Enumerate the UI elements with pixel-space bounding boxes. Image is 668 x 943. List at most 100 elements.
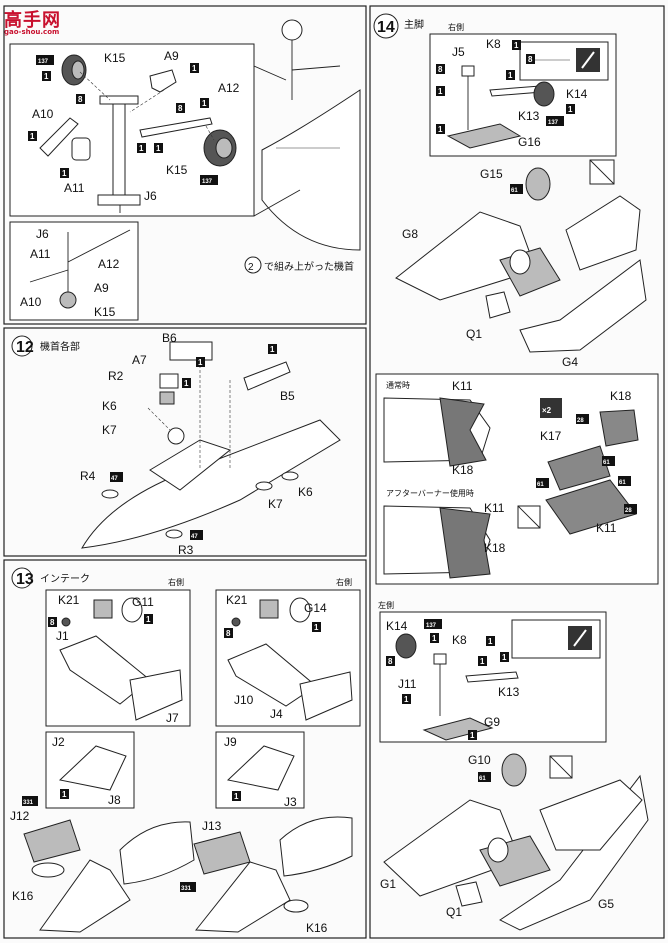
svg-text:右側: 右側 [168, 577, 184, 587]
part-G16 [446, 123, 522, 149]
svg-text:1: 1 [202, 99, 207, 108]
step-13-number: 13 [16, 571, 34, 588]
svg-text:61: 61 [511, 188, 518, 194]
svg-text:1: 1 [488, 637, 493, 646]
svg-text:1: 1 [270, 345, 275, 354]
svg-text:G9: G9 [484, 715, 500, 729]
fuselage-nose [81, 419, 341, 549]
svg-text:J1: J1 [56, 629, 69, 643]
part-G4 [519, 259, 647, 353]
watermark-logo: 高手网 gao-shou.com [4, 6, 70, 36]
intake-right-assembly [195, 861, 291, 933]
svg-text:J2: J2 [52, 735, 65, 749]
svg-text:1: 1 [62, 169, 67, 178]
step-13: 13 インテーク 右側 右側 K21 G11 J1 J7 8 1 [10, 567, 361, 935]
svg-text:8: 8 [78, 95, 83, 104]
svg-text:1: 1 [146, 615, 151, 624]
svg-text:K11: K11 [484, 501, 505, 515]
svg-text:J11: J11 [398, 677, 417, 691]
part-G9 [422, 717, 494, 741]
svg-text:A7: A7 [132, 353, 147, 367]
step-12-title: 機首各部 [40, 340, 80, 353]
svg-text:G14: G14 [304, 601, 327, 615]
svg-text:B6: B6 [162, 331, 177, 345]
svg-text:Q1: Q1 [466, 327, 482, 341]
step-11-frame [3, 5, 367, 325]
part-G14 [289, 597, 311, 623]
svg-text:K18: K18 [452, 463, 474, 477]
svg-text:J3: J3 [284, 795, 297, 809]
svg-text:K21: K21 [58, 593, 80, 607]
part-J12 [23, 819, 81, 863]
svg-text:1: 1 [438, 125, 443, 134]
step-14-frame [369, 5, 665, 939]
svg-text:G5: G5 [598, 897, 614, 911]
svg-text:J4: J4 [270, 707, 283, 721]
svg-text:1: 1 [192, 64, 197, 73]
svg-text:1: 1 [30, 132, 35, 141]
svg-text:331: 331 [23, 800, 34, 806]
svg-text:1: 1 [184, 379, 189, 388]
step-14-title: 主脚 [404, 18, 424, 31]
svg-text:61: 61 [619, 480, 626, 486]
svg-text:K8: K8 [486, 37, 501, 51]
label-J6: J6 [144, 189, 157, 203]
svg-text:K18: K18 [484, 541, 506, 555]
svg-text:右側: 右側 [336, 577, 352, 587]
label-A12: A12 [218, 81, 240, 95]
part-B6 [169, 341, 213, 361]
svg-text:1: 1 [568, 105, 573, 114]
svg-text:K8: K8 [452, 633, 467, 647]
svg-text:1: 1 [234, 792, 239, 801]
svg-text:G10: G10 [468, 753, 491, 767]
part-A11 [71, 137, 91, 161]
strut-J6 [112, 97, 126, 199]
svg-text:8: 8 [438, 65, 443, 74]
svg-text:1: 1 [62, 790, 67, 799]
intake-left-assembly [39, 859, 131, 933]
svg-text:1: 1 [139, 144, 144, 153]
step-12: 12 機首各部 B6 A7 R2 K6 K7 B5 R4 K6 K7 [11, 331, 341, 557]
svg-text:A10: A10 [20, 295, 42, 309]
svg-text:R3: R3 [178, 543, 194, 557]
part-G15 [525, 167, 551, 201]
svg-text:K14: K14 [566, 87, 588, 101]
svg-text:1: 1 [502, 653, 507, 662]
svg-text:G15: G15 [480, 167, 503, 181]
part-Q1 [485, 291, 511, 319]
svg-text:J5: J5 [452, 45, 465, 59]
svg-text:J8: J8 [108, 793, 121, 807]
svg-text:28: 28 [577, 418, 584, 424]
svg-text:R2: R2 [108, 369, 124, 383]
svg-text:K14: K14 [386, 619, 408, 633]
note-assembled-nose: で組み上がった機首 [264, 260, 354, 273]
step-12-number: 12 [16, 339, 34, 356]
svg-text:137: 137 [426, 623, 437, 629]
svg-text:1: 1 [432, 634, 437, 643]
part-B5 [243, 361, 291, 391]
part-A10 [39, 117, 79, 157]
note-ref-step-2: 2 [248, 262, 254, 273]
svg-text:1: 1 [156, 144, 161, 153]
svg-text:J12: J12 [10, 809, 30, 823]
watermark-url: gao-shou.com [4, 28, 60, 36]
svg-text:アフターバーナー使用時: アフターバーナー使用時 [386, 488, 474, 498]
part-J9 [226, 745, 295, 791]
svg-text:28: 28 [625, 508, 632, 514]
svg-text:1: 1 [198, 358, 203, 367]
svg-text:J6: J6 [36, 227, 49, 241]
svg-text:K13: K13 [498, 685, 520, 699]
svg-text:K11: K11 [452, 379, 473, 393]
part-G11 [121, 597, 143, 623]
svg-text:1: 1 [404, 695, 409, 704]
svg-text:61: 61 [479, 776, 486, 782]
svg-text:K7: K7 [102, 423, 117, 437]
svg-text:K16: K16 [306, 921, 328, 935]
svg-text:K21: K21 [226, 593, 248, 607]
svg-text:61: 61 [603, 460, 610, 466]
step-12-frame [3, 327, 367, 557]
svg-text:8: 8 [388, 657, 393, 666]
svg-text:K15: K15 [94, 305, 116, 319]
